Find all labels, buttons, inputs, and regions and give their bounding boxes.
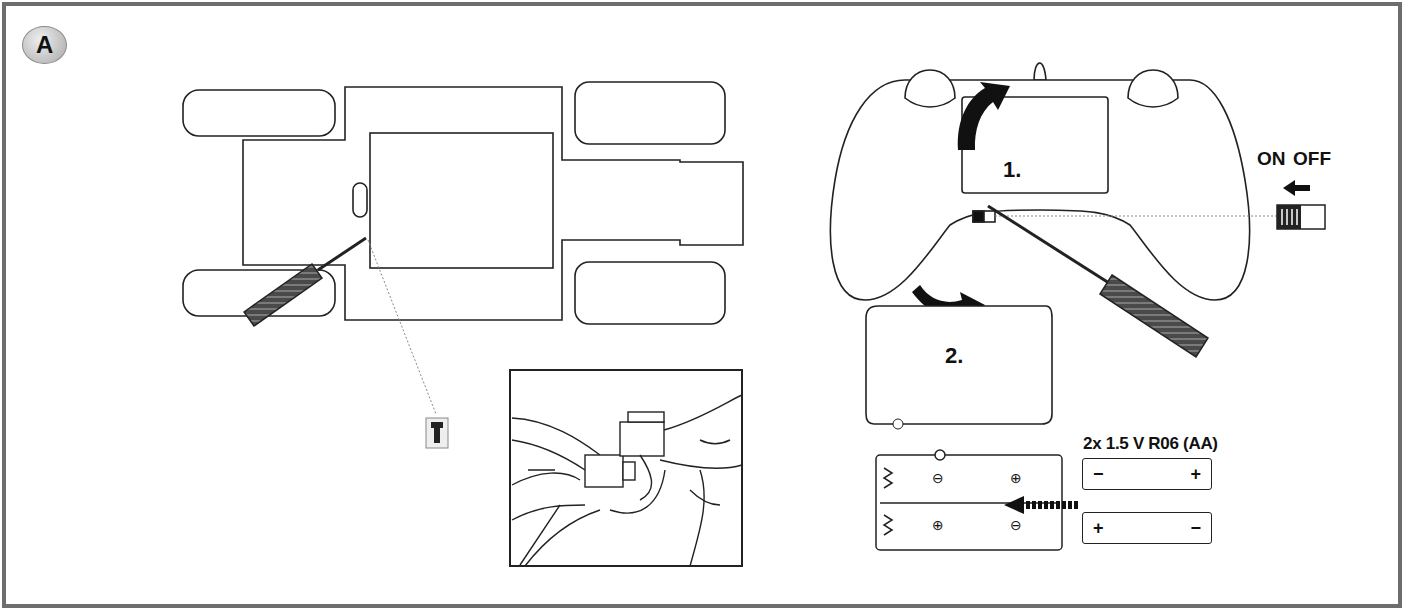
polarity-mark: ⊕ xyxy=(932,517,944,533)
leader-line xyxy=(995,216,1277,217)
battery-holder xyxy=(876,450,1062,550)
step-number: 1. xyxy=(1003,157,1021,183)
polarity-mark: − xyxy=(1093,464,1104,485)
connector-inset xyxy=(510,370,742,566)
switch-label: OFF xyxy=(1293,148,1331,170)
polarity-mark: − xyxy=(1190,518,1201,539)
leader-line xyxy=(368,240,436,414)
battery: −+ xyxy=(1082,458,1212,490)
screwdriver xyxy=(244,238,366,326)
polarity-mark: ⊕ xyxy=(1010,470,1022,486)
battery: +− xyxy=(1082,512,1212,544)
screw-icon xyxy=(426,418,448,448)
battery-spec: 2x 1.5 V R06 (AA) xyxy=(1083,434,1218,454)
insert-arrow xyxy=(1022,501,1078,509)
controller xyxy=(830,63,1249,300)
polarity-mark: + xyxy=(1093,518,1104,539)
polarity-mark: + xyxy=(1190,464,1201,485)
switch-label: ON xyxy=(1257,148,1286,170)
battery-cover xyxy=(866,306,1052,429)
step-number: 2. xyxy=(945,343,963,369)
car-top-view xyxy=(183,82,743,324)
arrow-1 xyxy=(958,82,1010,150)
insert-arrow xyxy=(1004,496,1024,514)
polarity-mark: ⊖ xyxy=(1010,517,1022,533)
section-letter: A xyxy=(36,31,53,59)
polarity-mark: ⊖ xyxy=(932,470,944,486)
frame xyxy=(4,4,1400,606)
section-badge: A xyxy=(22,26,67,64)
on-off-switch xyxy=(1277,180,1325,229)
